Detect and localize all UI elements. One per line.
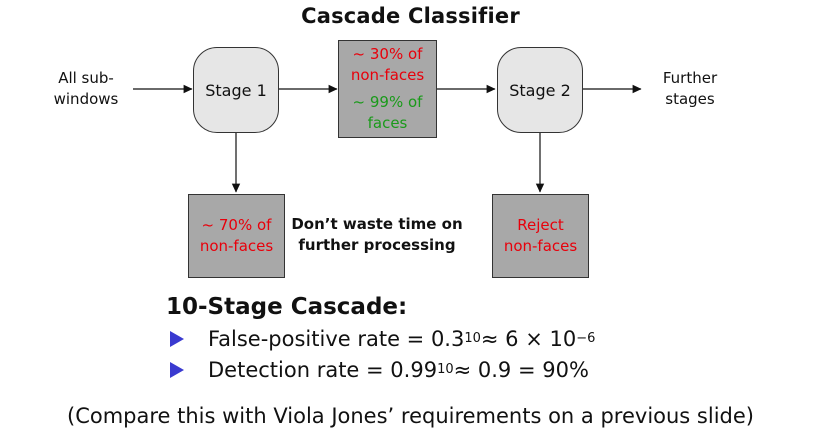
- compare-note: (Compare this with Viola Jones’ requirem…: [67, 404, 754, 428]
- page-title: Cascade Classifier: [301, 4, 520, 28]
- det-text: Detection rate = 0.99: [208, 358, 438, 382]
- reject-right-line1: Reject: [517, 216, 564, 234]
- output-label-line2: stages: [665, 90, 715, 108]
- fp-text: False-positive rate = 0.3: [208, 327, 465, 351]
- cascade-heading: 10-Stage Cascade:: [166, 294, 408, 320]
- faces-pass-line1: ~ 99% of: [352, 93, 423, 111]
- input-label: All sub- windows: [46, 68, 126, 110]
- non-faces-pass-line2: non-faces: [350, 66, 425, 84]
- det-approx: ≈ 0.9 = 90%: [453, 358, 589, 382]
- non-faces-pass-line1: ~ 30% of: [352, 45, 423, 63]
- bullet-triangle-icon: [170, 362, 184, 378]
- fp-approx: ≈ 6 × 10: [480, 327, 577, 351]
- note-line1: Don’t waste time on: [291, 215, 463, 233]
- reject-left-line1: ~ 70% of: [201, 216, 272, 234]
- note-line2: further processing: [298, 236, 456, 254]
- input-label-line2: windows: [53, 90, 119, 108]
- stage-1-node: Stage 1: [193, 47, 279, 133]
- reject-right-line2: non-faces: [503, 237, 578, 255]
- reject-box-stage-2: Reject non-faces: [492, 194, 589, 278]
- reject-box-stage-1: ~ 70% of non-faces: [188, 194, 285, 278]
- input-label-line1: All sub-: [58, 69, 114, 87]
- output-label: Further stages: [650, 68, 730, 110]
- faces-pass-line2: faces: [367, 114, 408, 132]
- stage-1-label: Stage 1: [205, 80, 267, 100]
- stage-2-node: Stage 2: [497, 47, 583, 133]
- output-label-line1: Further: [662, 69, 718, 87]
- pass-through-box: ~ 30% of non-faces ~ 99% of faces: [338, 40, 437, 138]
- reject-left-line2: non-faces: [199, 237, 274, 255]
- bullet-triangle-icon: [170, 331, 184, 347]
- stage-2-label: Stage 2: [509, 80, 571, 100]
- processing-note: Don’t waste time on further processing: [289, 214, 465, 256]
